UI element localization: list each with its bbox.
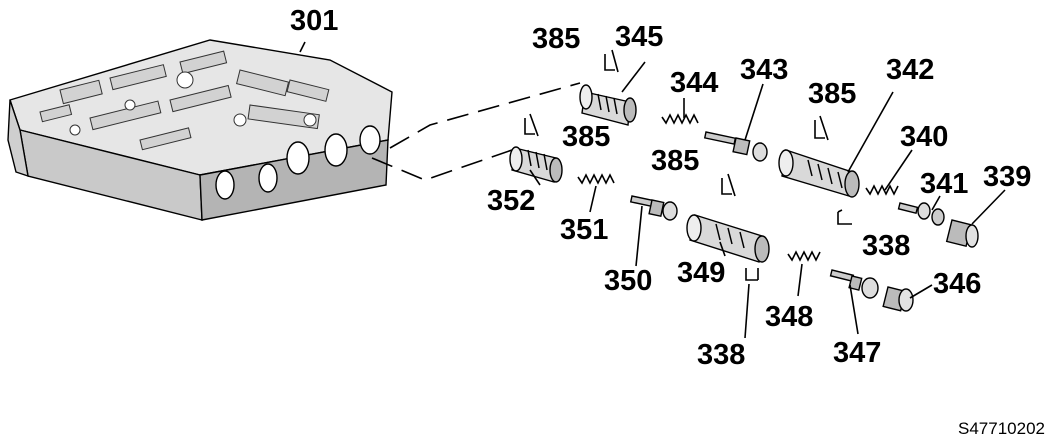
assembly-leader-lines <box>371 82 581 181</box>
bore-plug-sleeve-342 <box>778 149 860 198</box>
retainer-clip-385-left <box>524 113 539 137</box>
callout-340: 340 <box>900 121 948 153</box>
spring-348 <box>787 250 821 262</box>
valve-347 <box>829 269 879 299</box>
callout-345: 345 <box>615 21 663 53</box>
callout-342: 342 <box>886 54 934 86</box>
retainer-clip-385-lower <box>721 173 736 197</box>
callout-347: 347 <box>833 337 881 369</box>
valve-350 <box>629 195 678 221</box>
valve-343 <box>703 131 768 162</box>
callout-350: 350 <box>604 265 652 297</box>
plug-346 <box>882 286 914 312</box>
callout-385-top: 385 <box>532 23 580 55</box>
callout-339: 339 <box>983 161 1031 193</box>
callout-349: 349 <box>677 257 725 289</box>
callout-343: 343 <box>740 54 788 86</box>
callout-352: 352 <box>487 185 535 217</box>
plug-339 <box>945 219 979 248</box>
valve-body <box>7 39 393 221</box>
spring-351 <box>577 173 615 185</box>
retainer-clip-385-mid <box>814 115 829 141</box>
callout-385-left: 385 <box>562 121 610 153</box>
callout-301: 301 <box>290 5 338 37</box>
retainer-clip-385-top <box>604 49 619 73</box>
upper-valve-train <box>579 49 979 248</box>
callout-385-mid: 385 <box>808 78 856 110</box>
valve-341 <box>897 202 945 226</box>
spring-344 <box>661 113 699 125</box>
callout-338-upper: 338 <box>862 230 910 262</box>
callout-351: 351 <box>560 214 608 246</box>
callout-344: 344 <box>670 67 718 99</box>
lower-valve-train <box>509 113 914 312</box>
callout-338-lower: 338 <box>697 339 745 371</box>
callout-346: 346 <box>933 268 981 300</box>
callout-leader-lines <box>299 41 1006 339</box>
retainer-clip-338-upper <box>837 209 852 225</box>
callout-341: 341 <box>920 168 968 200</box>
bore-plug-sleeve-349 <box>686 214 770 263</box>
bore-plug-sleeve-345 <box>579 84 637 126</box>
spring-340 <box>865 184 899 196</box>
callout-385-lower: 385 <box>651 145 699 177</box>
callout-labels: 301 385 345 344 343 385 342 385 340 341 … <box>290 5 1031 371</box>
callout-348: 348 <box>765 301 813 333</box>
bore-plug-sleeve-352 <box>509 146 563 183</box>
figure-reference-code: S47710202 <box>958 419 1045 438</box>
retainer-clip-338-lower <box>745 268 759 281</box>
